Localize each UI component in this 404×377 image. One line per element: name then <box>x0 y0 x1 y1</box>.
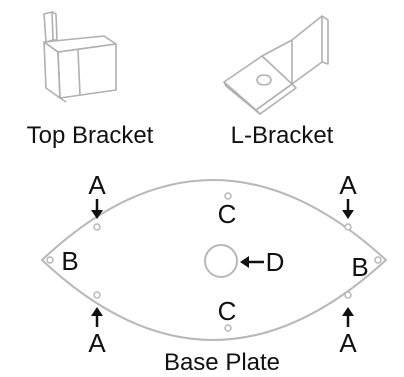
arrow-down-icon <box>91 199 103 219</box>
hole-a-top-left <box>93 223 101 231</box>
label-d-center: D <box>266 247 285 277</box>
l-bracket-drawing <box>223 15 329 115</box>
arrow-left-icon <box>240 256 264 268</box>
arrows <box>91 199 354 327</box>
hole-b-left <box>46 256 54 264</box>
hole-d-center <box>204 244 238 278</box>
arrow-up-icon <box>91 307 103 327</box>
label-b-right: B <box>351 252 368 282</box>
hole-a-bottom-right <box>344 291 352 299</box>
hole-b-right <box>374 256 382 264</box>
label-c-top: C <box>218 199 237 229</box>
hole-a-bottom-left <box>93 291 101 299</box>
hole-c-top <box>224 192 232 200</box>
label-b-left: B <box>61 246 78 276</box>
label-a-bottom-right: A <box>339 328 357 358</box>
label-a-top-right: A <box>339 170 357 200</box>
hole-c-bottom <box>224 324 232 332</box>
hole-a-top-right <box>344 223 352 231</box>
top-bracket-drawing <box>43 11 117 103</box>
base-plate-label: Base Plate <box>164 349 280 376</box>
arrow-down-icon <box>342 199 354 219</box>
l-bracket-label: L-Bracket <box>231 122 334 149</box>
base-plate-holes <box>46 192 382 332</box>
label-c-bottom: C <box>218 296 237 326</box>
base-plate-outline <box>40 179 388 341</box>
label-a-top-left: A <box>88 170 106 200</box>
top-bracket-label: Top Bracket <box>27 122 154 149</box>
label-a-bottom-left: A <box>88 328 106 358</box>
arrow-up-icon <box>342 307 354 327</box>
